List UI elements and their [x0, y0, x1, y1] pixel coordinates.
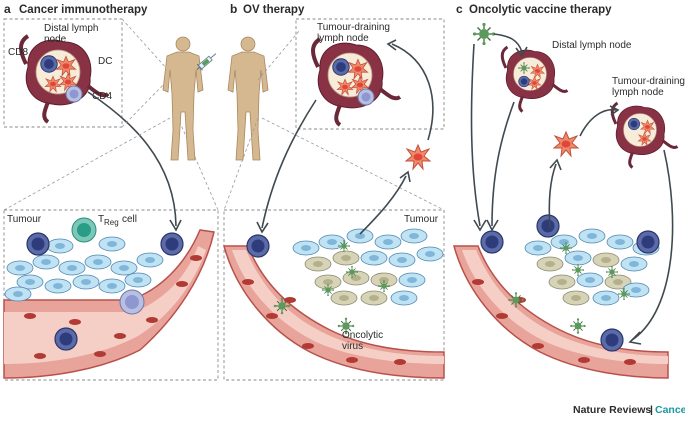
- treg-cell: [71, 217, 97, 243]
- brand-publisher: Nature Reviews: [573, 404, 651, 416]
- cd8-label: CD8: [8, 47, 28, 58]
- draining-lymph-label-line2: lymph node: [612, 87, 664, 98]
- cd8-t-cell: [480, 230, 504, 254]
- cd8-t-cell: [160, 232, 184, 256]
- human-body-figure: [227, 36, 269, 161]
- human-body-figure: [162, 36, 204, 161]
- oncolytic-virus-label-line1: Oncolytic: [342, 330, 383, 341]
- arrowhead: [169, 219, 182, 232]
- arrowhead: [386, 39, 397, 51]
- panel-b-letter: b: [230, 2, 237, 16]
- panel-b-title: OV therapy: [243, 4, 305, 16]
- arrow-distal-to-tumour: [491, 101, 515, 227]
- arrow-dc-to-lymph: [391, 43, 434, 141]
- dendritic-cell-icon: [553, 131, 579, 157]
- journal-brand: Nature Reviews | Cancer: [573, 404, 685, 416]
- arrow-tumour-to-dc: [359, 175, 407, 235]
- tumour-blood-vessel-b: [223, 245, 445, 379]
- cd4-label: CD4: [92, 91, 112, 102]
- arrow-lymph-to-tumour-a: [87, 91, 177, 227]
- lymph-node-icon: [19, 34, 110, 124]
- lymph-node-inset-box-b: [295, 18, 445, 130]
- oncolytic-virus-label-line2: virus: [342, 341, 363, 352]
- panel-a-title: Cancer immunotherapy: [19, 4, 148, 16]
- arrow-dc-to-draining-c: [579, 108, 617, 137]
- arrow-draining-to-tumour-c: [631, 149, 674, 341]
- cd8-t-cell: [54, 327, 78, 351]
- arrowhead: [515, 46, 528, 58]
- tumour-label-b: Tumour: [404, 214, 439, 225]
- lymph-node-icon: [311, 37, 402, 127]
- distal-lymph-node-label: Distal lymph node: [552, 40, 632, 51]
- panel-a: a Cancer immunotherapy Distal lymph node…: [3, 2, 219, 381]
- arrow-tumour-to-dc-c: [548, 163, 557, 229]
- tumour-draining-label-line1: Tumour-draining: [317, 22, 390, 33]
- panel-a-letter: a: [4, 2, 11, 16]
- arrowhead: [609, 105, 620, 116]
- tumour-draining-label-line2: lymph node: [317, 33, 369, 44]
- cd8-t-cell: [636, 230, 660, 254]
- treg-label-main: T: [98, 214, 104, 225]
- cd4-t-cell: [119, 289, 145, 315]
- arrowhead: [256, 221, 269, 234]
- arrowhead: [399, 170, 411, 183]
- tumour-blood-vessel-c: [453, 245, 669, 379]
- panel-c-letter: c: [456, 2, 463, 16]
- connector-line: [3, 117, 171, 211]
- tumour-inset-box-a: [3, 209, 219, 381]
- tumour-label-a: Tumour: [7, 214, 42, 225]
- brand-journal: Cancer: [655, 404, 685, 416]
- panel-c-title: Oncolytic vaccine therapy: [469, 4, 612, 16]
- arrowhead: [486, 219, 499, 232]
- arrow-virus-to-tumour-c: [470, 43, 481, 227]
- lymph-node-icon: [500, 45, 569, 113]
- draining-lymph-label-line1: Tumour-draining: [612, 76, 685, 87]
- distal-lymph-label-line1: Distal lymph: [44, 23, 98, 34]
- panel-c: c Oncolytic vaccine therapy Distal lymph…: [453, 2, 685, 379]
- connector-line: [121, 18, 169, 71]
- panel-b: b OV therapy Tumour-draining lymph node: [223, 2, 445, 381]
- oncolytic-virus-icon: [569, 317, 587, 335]
- lymph-node-icon: [610, 101, 679, 169]
- brand-separator: |: [650, 404, 653, 416]
- cd8-t-cell: [26, 232, 50, 256]
- arrowhead: [473, 219, 487, 232]
- cd8-t-cell: [600, 328, 624, 352]
- human-body-figures: [3, 18, 445, 211]
- connector-line: [261, 117, 445, 211]
- arrow-virus-to-distal: [493, 33, 523, 53]
- lymph-node-inset-box: [3, 18, 123, 128]
- distal-lymph-label-line2: node: [44, 34, 67, 45]
- dendritic-cell-icon: [405, 144, 431, 170]
- arrowhead: [628, 331, 642, 345]
- cd8-t-cell: [536, 214, 560, 238]
- dc-label: DC: [98, 56, 112, 67]
- treg-label-subscript: Reg: [104, 218, 119, 227]
- connector-line: [121, 79, 169, 128]
- oncolytic-virus-icon: [472, 22, 496, 46]
- cd8-t-cell: [246, 234, 270, 258]
- syringe-icon: [196, 53, 217, 71]
- arrow-lymph-to-tumour-b: [261, 99, 317, 229]
- tumour-inset-box-b: [223, 209, 445, 381]
- treg-label-suffix: cell: [122, 214, 137, 225]
- connector-line: [177, 117, 219, 211]
- arrowhead: [549, 158, 562, 171]
- tumour-cell-mass-b: [292, 228, 444, 306]
